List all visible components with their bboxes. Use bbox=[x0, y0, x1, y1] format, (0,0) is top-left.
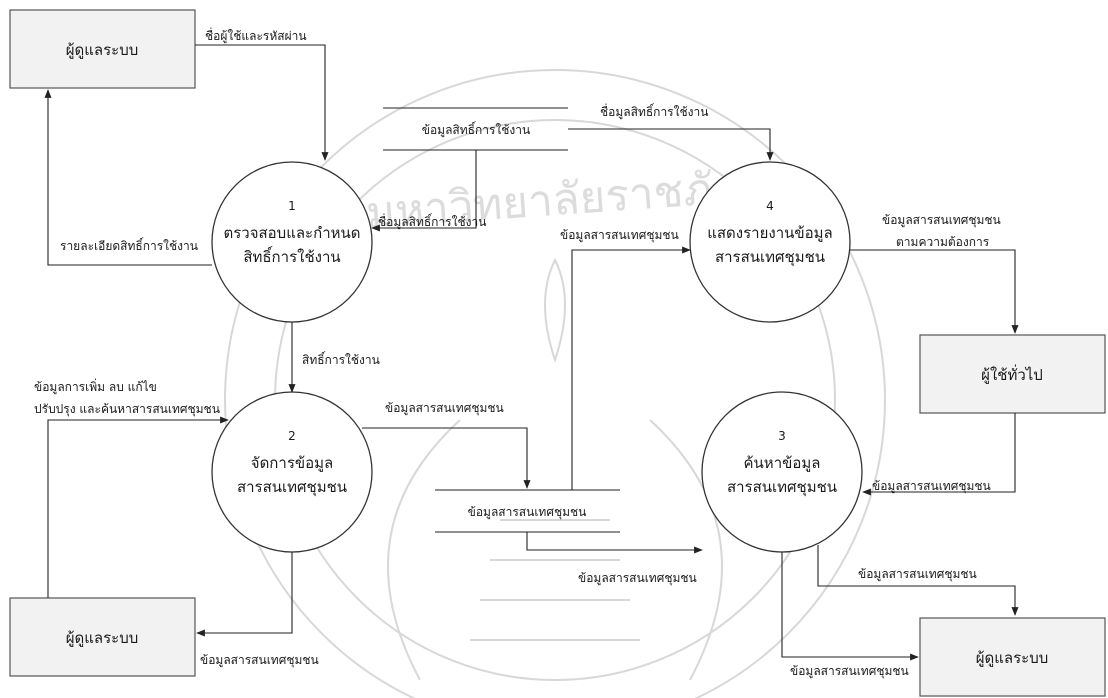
flow-p4-to-user: ข้อมูลสารสนเทศชุมชน ตามความต้องการ bbox=[850, 213, 1019, 334]
flow-p2-to-admin: ข้อมูลสารสนเทศชุมชน bbox=[196, 552, 319, 668]
process-label-line1: ตรวจสอบและกำหนด bbox=[224, 224, 361, 242]
flow-p3-to-admin-b: ข้อมูลสารสนเทศชุมชน bbox=[781, 552, 919, 679]
flow-permission-details: รายละเอียดสิทธิ์การใช้งาน bbox=[44, 89, 212, 266]
flow-label: ข้อมูลสารสนเทศชุมชน bbox=[790, 664, 909, 679]
process-number: 2 bbox=[288, 429, 296, 443]
process-2: 2 จัดการข้อมูล สารสนเทศชุมชน bbox=[211, 391, 373, 553]
process-label-line1: จัดการข้อมูล bbox=[251, 454, 333, 472]
entity-admin-bottom-left: ผู้ดูแลระบบ bbox=[9, 597, 196, 677]
flow-username-password: ชื่อผู้ใช้และรหัสผ่าน bbox=[195, 27, 329, 161]
flow-p3-to-admin-a: ข้อมูลสารสนเทศชุมชน bbox=[817, 545, 1019, 616]
flow-label-line1: ข้อมูลสารสนเทศชุมชน bbox=[882, 213, 1001, 228]
flow-label: ชื่อมูลสิทธิ์การใช้งาน bbox=[378, 213, 486, 230]
flow-label: ข้อมูลสารสนเทศชุมชน bbox=[560, 228, 679, 243]
flow-label: รายละเอียดสิทธิ์การใช้งาน bbox=[60, 237, 198, 253]
process-3: 3 ค้นหาข้อมูล สารสนเทศชุมชน bbox=[701, 391, 863, 553]
process-1: 1 ตรวจสอบและกำหนด สิทธิ์การใช้งาน bbox=[211, 161, 373, 323]
flow-label: ข้อมูลสารสนเทศชุมชน bbox=[872, 479, 991, 494]
entity-admin-bottom-right: ผู้ดูแลระบบ bbox=[919, 617, 1106, 697]
flow-p2-to-store: ข้อมูลสารสนเทศชุมชน bbox=[362, 401, 531, 489]
entity-label: ผู้ดูแลระบบ bbox=[976, 649, 1049, 667]
process-label-line2: สิทธิ์การใช้งาน bbox=[243, 246, 340, 266]
process-label-line2: สารสนเทศชุมชน bbox=[727, 478, 837, 497]
store-label: ข้อมูลสิทธิ์การใช้งาน bbox=[422, 121, 531, 138]
flow-label: สิทธิ์การใช้งาน bbox=[302, 351, 380, 367]
process-4: 4 แสดงรายงานข้อมูล สารสนเทศชุมชน bbox=[689, 161, 851, 323]
flow-label: ข้อมูลสารสนเทศชุมชน bbox=[385, 401, 504, 416]
flow-store-to-p1: ชื่อมูลสิทธิ์การใช้งาน bbox=[371, 150, 486, 232]
process-number: 3 bbox=[778, 429, 786, 443]
flow-label: ข้อมูลสารสนเทศชุมชน bbox=[200, 653, 319, 668]
flow-add-delete-edit: ข้อมูลการเพิ่ม ลบ แก้ไข ปรับปรุง และค้นห… bbox=[34, 378, 229, 598]
process-number: 1 bbox=[288, 199, 296, 213]
flow-label-line1: ข้อมูลการเพิ่ม ลบ แก้ไข bbox=[34, 378, 157, 395]
store-community: ข้อมูลสารสนเทศชุมชน bbox=[435, 489, 620, 533]
process-label-line1: ค้นหาข้อมูล bbox=[744, 454, 821, 472]
flow-store-to-p4: ชื่อมูลสิทธิ์การใช้งาน bbox=[568, 103, 774, 161]
process-number: 4 bbox=[766, 199, 774, 213]
flow-user-to-p3: ข้อมูลสารสนเทศชุมชน bbox=[862, 413, 1016, 496]
flow-store-to-p3: ข้อมูลสารสนเทศชุมชน bbox=[526, 532, 703, 586]
flow-store-to-p4-report: ข้อมูลสารสนเทศชุมชน bbox=[560, 228, 691, 490]
entity-label: ผู้ดูแลระบบ bbox=[66, 629, 139, 647]
store-permission: ข้อมูลสิทธิ์การใช้งาน bbox=[383, 107, 568, 151]
process-label-line2: สารสนเทศชุมชน bbox=[715, 248, 825, 267]
flow-label: ข้อมูลสารสนเทศชุมชน bbox=[858, 567, 977, 582]
flow-label-line2: ตามความต้องการ bbox=[896, 235, 990, 249]
entity-label: ผู้ใช้ทั่วไป bbox=[981, 364, 1043, 384]
store-label: ข้อมูลสารสนเทศชุมชน bbox=[468, 505, 587, 520]
process-label-line2: สารสนเทศชุมชน bbox=[237, 478, 347, 497]
process-label-line1: แสดงรายงานข้อมูล bbox=[707, 224, 833, 242]
flow-label: ชื่อผู้ใช้และรหัสผ่าน bbox=[205, 27, 307, 44]
entity-general-user: ผู้ใช้ทั่วไป bbox=[919, 334, 1106, 414]
flow-label: ข้อมูลสารสนเทศชุมชน bbox=[578, 571, 697, 586]
flow-label-line2: ปรับปรุง และค้นหาสารสนเทศชุมชน bbox=[34, 402, 220, 417]
flow-label: ชื่อมูลสิทธิ์การใช้งาน bbox=[600, 103, 708, 120]
entity-admin-top: ผู้ดูแลระบบ bbox=[9, 9, 196, 89]
flow-usage-rights: สิทธิ์การใช้งาน bbox=[288, 322, 380, 393]
entity-label: ผู้ดูแลระบบ bbox=[66, 41, 139, 59]
